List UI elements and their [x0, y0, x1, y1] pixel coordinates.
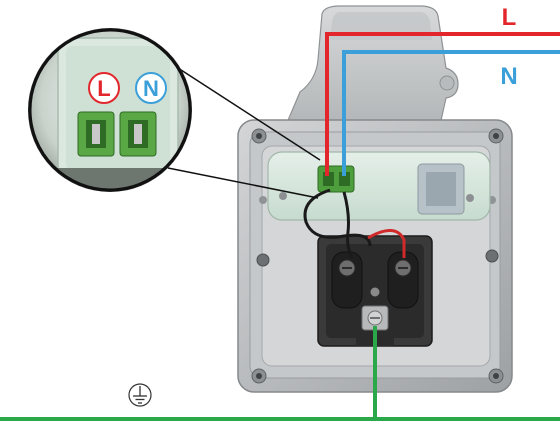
internal-wires — [303, 188, 406, 259]
live-wire — [325, 32, 560, 176]
live-label: L — [502, 4, 517, 31]
housing-screws — [251, 128, 504, 384]
zoom-live-badge — [88, 72, 120, 104]
terminal-block — [317, 165, 355, 193]
zoom-neutral-badge — [135, 72, 167, 104]
earth-wire — [0, 326, 560, 421]
supply-wires — [325, 32, 560, 176]
socket-lid — [285, 5, 459, 126]
zoom-live-label: L — [97, 76, 110, 101]
earth-ground-icon — [128, 383, 152, 407]
terminal-cover — [267, 151, 491, 221]
zoom-callout-lines — [167, 67, 321, 199]
neutral-label: N — [500, 63, 517, 90]
zoom-inset: L N — [28, 28, 192, 192]
zoom-neutral-label: N — [143, 76, 159, 101]
neutral-wire — [342, 50, 560, 176]
socket-insert — [317, 235, 433, 347]
